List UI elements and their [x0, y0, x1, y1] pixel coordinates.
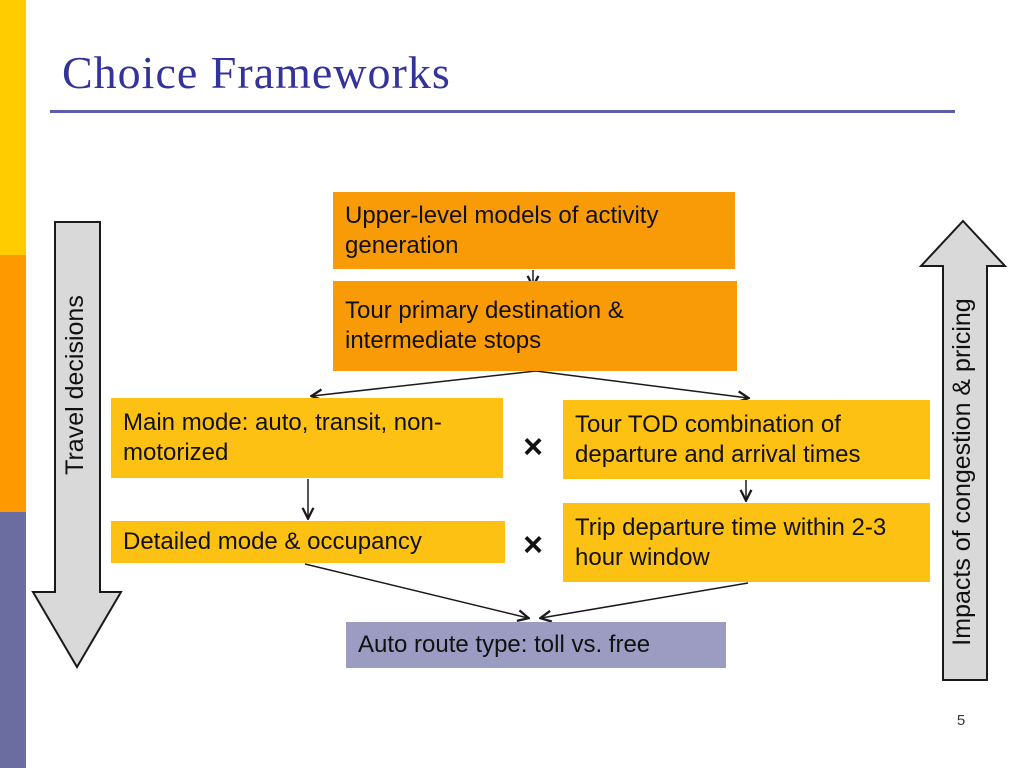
box-upper-level-models: Upper-level models of activity generatio… [333, 192, 735, 269]
box-tour-tod: Tour TOD combination of departure and ar… [563, 400, 930, 479]
slide-title: Choice Frameworks [62, 47, 451, 98]
accent-bar-purple [0, 512, 26, 768]
box-detailed-mode: Detailed mode & occupancy [111, 521, 505, 563]
connector-tourdest-to-mainmode [312, 370, 537, 396]
box-main-mode: Main mode: auto, transit, non-motorized [111, 398, 503, 478]
multiply-operator-top: × [523, 427, 543, 466]
connector-tourdest-to-tourtod [535, 370, 748, 398]
accent-bar-yellow [0, 0, 26, 255]
impacts-congestion-label: Impacts of congestion & pricing [948, 298, 976, 646]
multiply-operator-bottom: × [523, 525, 543, 564]
accent-bar-orange [0, 255, 26, 512]
connector-tripdep-to-autoroute [541, 582, 749, 618]
box-tour-primary-destination: Tour primary destination & intermediate … [333, 281, 737, 371]
page-number: 5 [956, 712, 966, 729]
connector-detailed-to-autoroute [304, 563, 528, 618]
box-trip-departure: Trip departure time within 2-3 hour wind… [563, 503, 930, 582]
travel-decisions-label: Travel decisions [61, 295, 89, 475]
title-underline [50, 110, 955, 113]
box-auto-route-type: Auto route type: toll vs. free [346, 622, 726, 668]
